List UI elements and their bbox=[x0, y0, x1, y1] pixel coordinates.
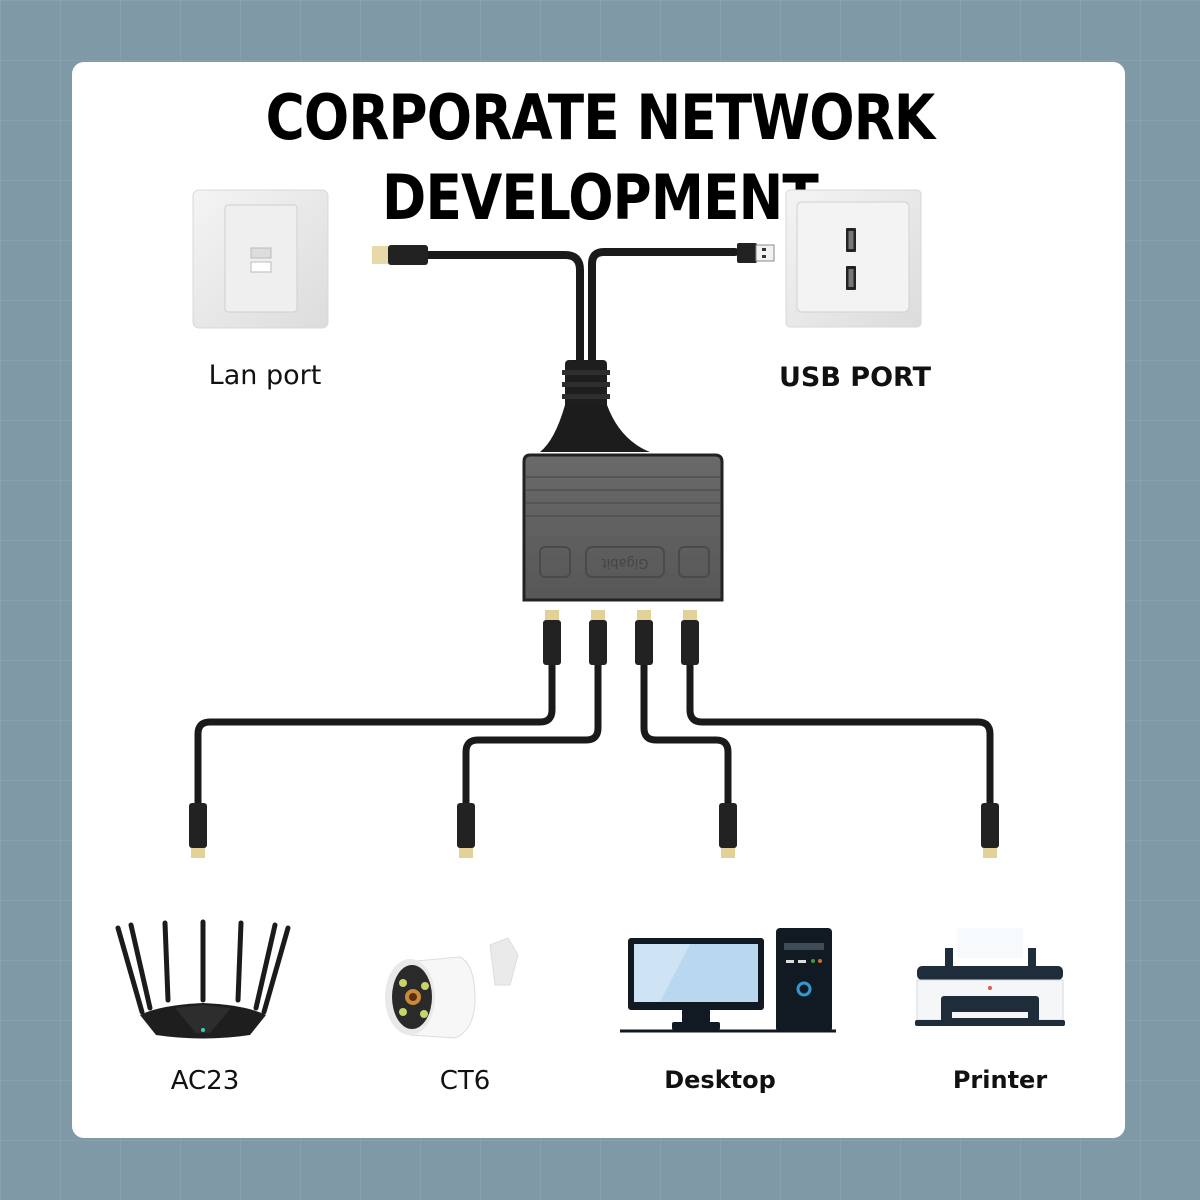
printer-icon bbox=[915, 928, 1065, 1026]
hub-brand-text: Gigabit bbox=[602, 555, 649, 570]
rj45-plug-icon bbox=[981, 803, 999, 858]
rj45-plug-icon bbox=[189, 803, 207, 858]
ethernet-wall-socket-icon bbox=[192, 189, 329, 329]
lan-port-label: Lan port bbox=[208, 360, 322, 391]
input-cables bbox=[416, 248, 739, 369]
rj45-plug-icon bbox=[681, 610, 699, 665]
rj45-plug-icon bbox=[589, 610, 607, 665]
device-label-printer: Printer bbox=[952, 1066, 1048, 1094]
device-label-camera: CT6 bbox=[439, 1066, 491, 1096]
usb-wall-socket-icon bbox=[785, 189, 922, 328]
output-cables bbox=[194, 656, 994, 814]
security-camera-icon bbox=[385, 937, 519, 1039]
device-plugs bbox=[189, 803, 999, 858]
router-icon bbox=[115, 919, 291, 1039]
page-title: CORPORATE NETWORK DEVELOPMENT bbox=[265, 81, 936, 234]
hub-port-plugs bbox=[543, 610, 699, 665]
usb-plug-icon bbox=[737, 243, 775, 263]
rj45-plug-icon bbox=[543, 610, 561, 665]
rj45-plug-icon bbox=[719, 803, 737, 858]
strain-relief bbox=[540, 360, 650, 452]
device-label-router: AC23 bbox=[170, 1066, 240, 1096]
desktop-computer-icon bbox=[620, 928, 836, 1033]
rj45-plug-icon bbox=[372, 245, 428, 265]
rj45-plug-icon bbox=[457, 803, 475, 858]
ethernet-splitter-hub: Gigabit bbox=[522, 453, 724, 602]
device-label-desktop: Desktop bbox=[664, 1066, 776, 1094]
usb-port-label: USB PORT bbox=[778, 362, 932, 393]
rj45-plug-icon bbox=[635, 610, 653, 665]
